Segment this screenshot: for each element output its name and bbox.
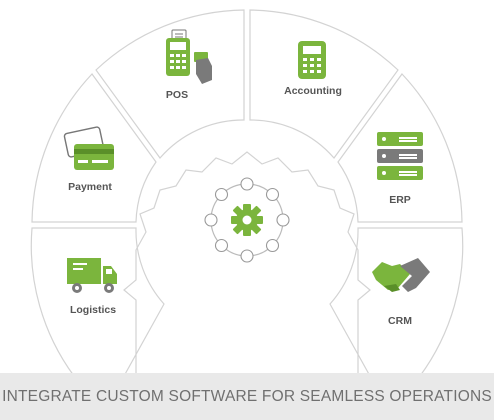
hub-node [265, 187, 280, 202]
segment-label-payment: Payment [68, 181, 112, 193]
footer-title: INTEGRATE CUSTOM SOFTWARE FOR SEAMLESS O… [2, 387, 492, 405]
segment-logistics [30, 227, 165, 377]
server-icon [377, 132, 423, 180]
hub-node [265, 238, 280, 253]
credit-card-icon [63, 126, 114, 170]
calculator-icon [298, 41, 326, 79]
hub-node [240, 177, 254, 191]
hub-node [204, 213, 218, 227]
delivery-truck-icon [67, 258, 117, 293]
segment-erp [337, 73, 463, 223]
hub-node [276, 213, 290, 227]
segment-label-pos: POS [166, 89, 188, 101]
segment-label-accounting: Accounting [284, 85, 342, 97]
gear-network-icon [231, 204, 263, 236]
center-hub [204, 177, 290, 263]
hub-node [214, 238, 229, 253]
segment-label-logistics: Logistics [70, 304, 116, 316]
pos-terminal-icon [166, 29, 212, 84]
segment-accounting [249, 9, 399, 159]
handshake-icon [372, 258, 430, 292]
integration-wheel: POS Accounting Payment ERP Logistics CRM [30, 9, 464, 377]
footer-banner: INTEGRATE CUSTOM SOFTWARE FOR SEAMLESS O… [0, 373, 494, 420]
segment-pos [95, 9, 245, 159]
inner-gear-ring [123, 151, 371, 376]
segment-crm [329, 227, 464, 377]
hub-node [214, 187, 229, 202]
segment-label-crm: CRM [388, 315, 412, 327]
hub-node [240, 249, 254, 263]
segment-label-erp: ERP [389, 194, 411, 206]
